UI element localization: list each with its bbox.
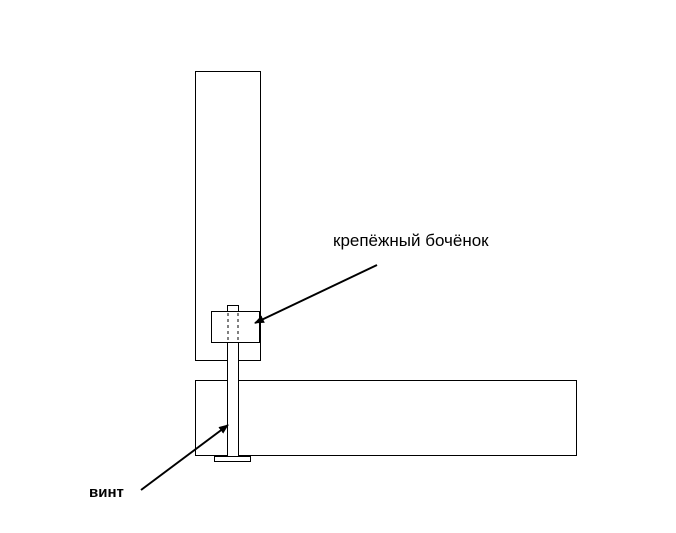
- screw-tip: [227, 305, 239, 312]
- screw-label: винт: [89, 484, 124, 501]
- screw-head: [214, 456, 251, 462]
- horizontal-board: [195, 380, 577, 456]
- barrel-nut: [211, 311, 260, 343]
- barrel-nut-label: крепёжный бочёнок: [333, 231, 489, 250]
- barrel-nut-leader-arrow: [254, 264, 378, 324]
- screw-leader-arrow: [140, 424, 229, 491]
